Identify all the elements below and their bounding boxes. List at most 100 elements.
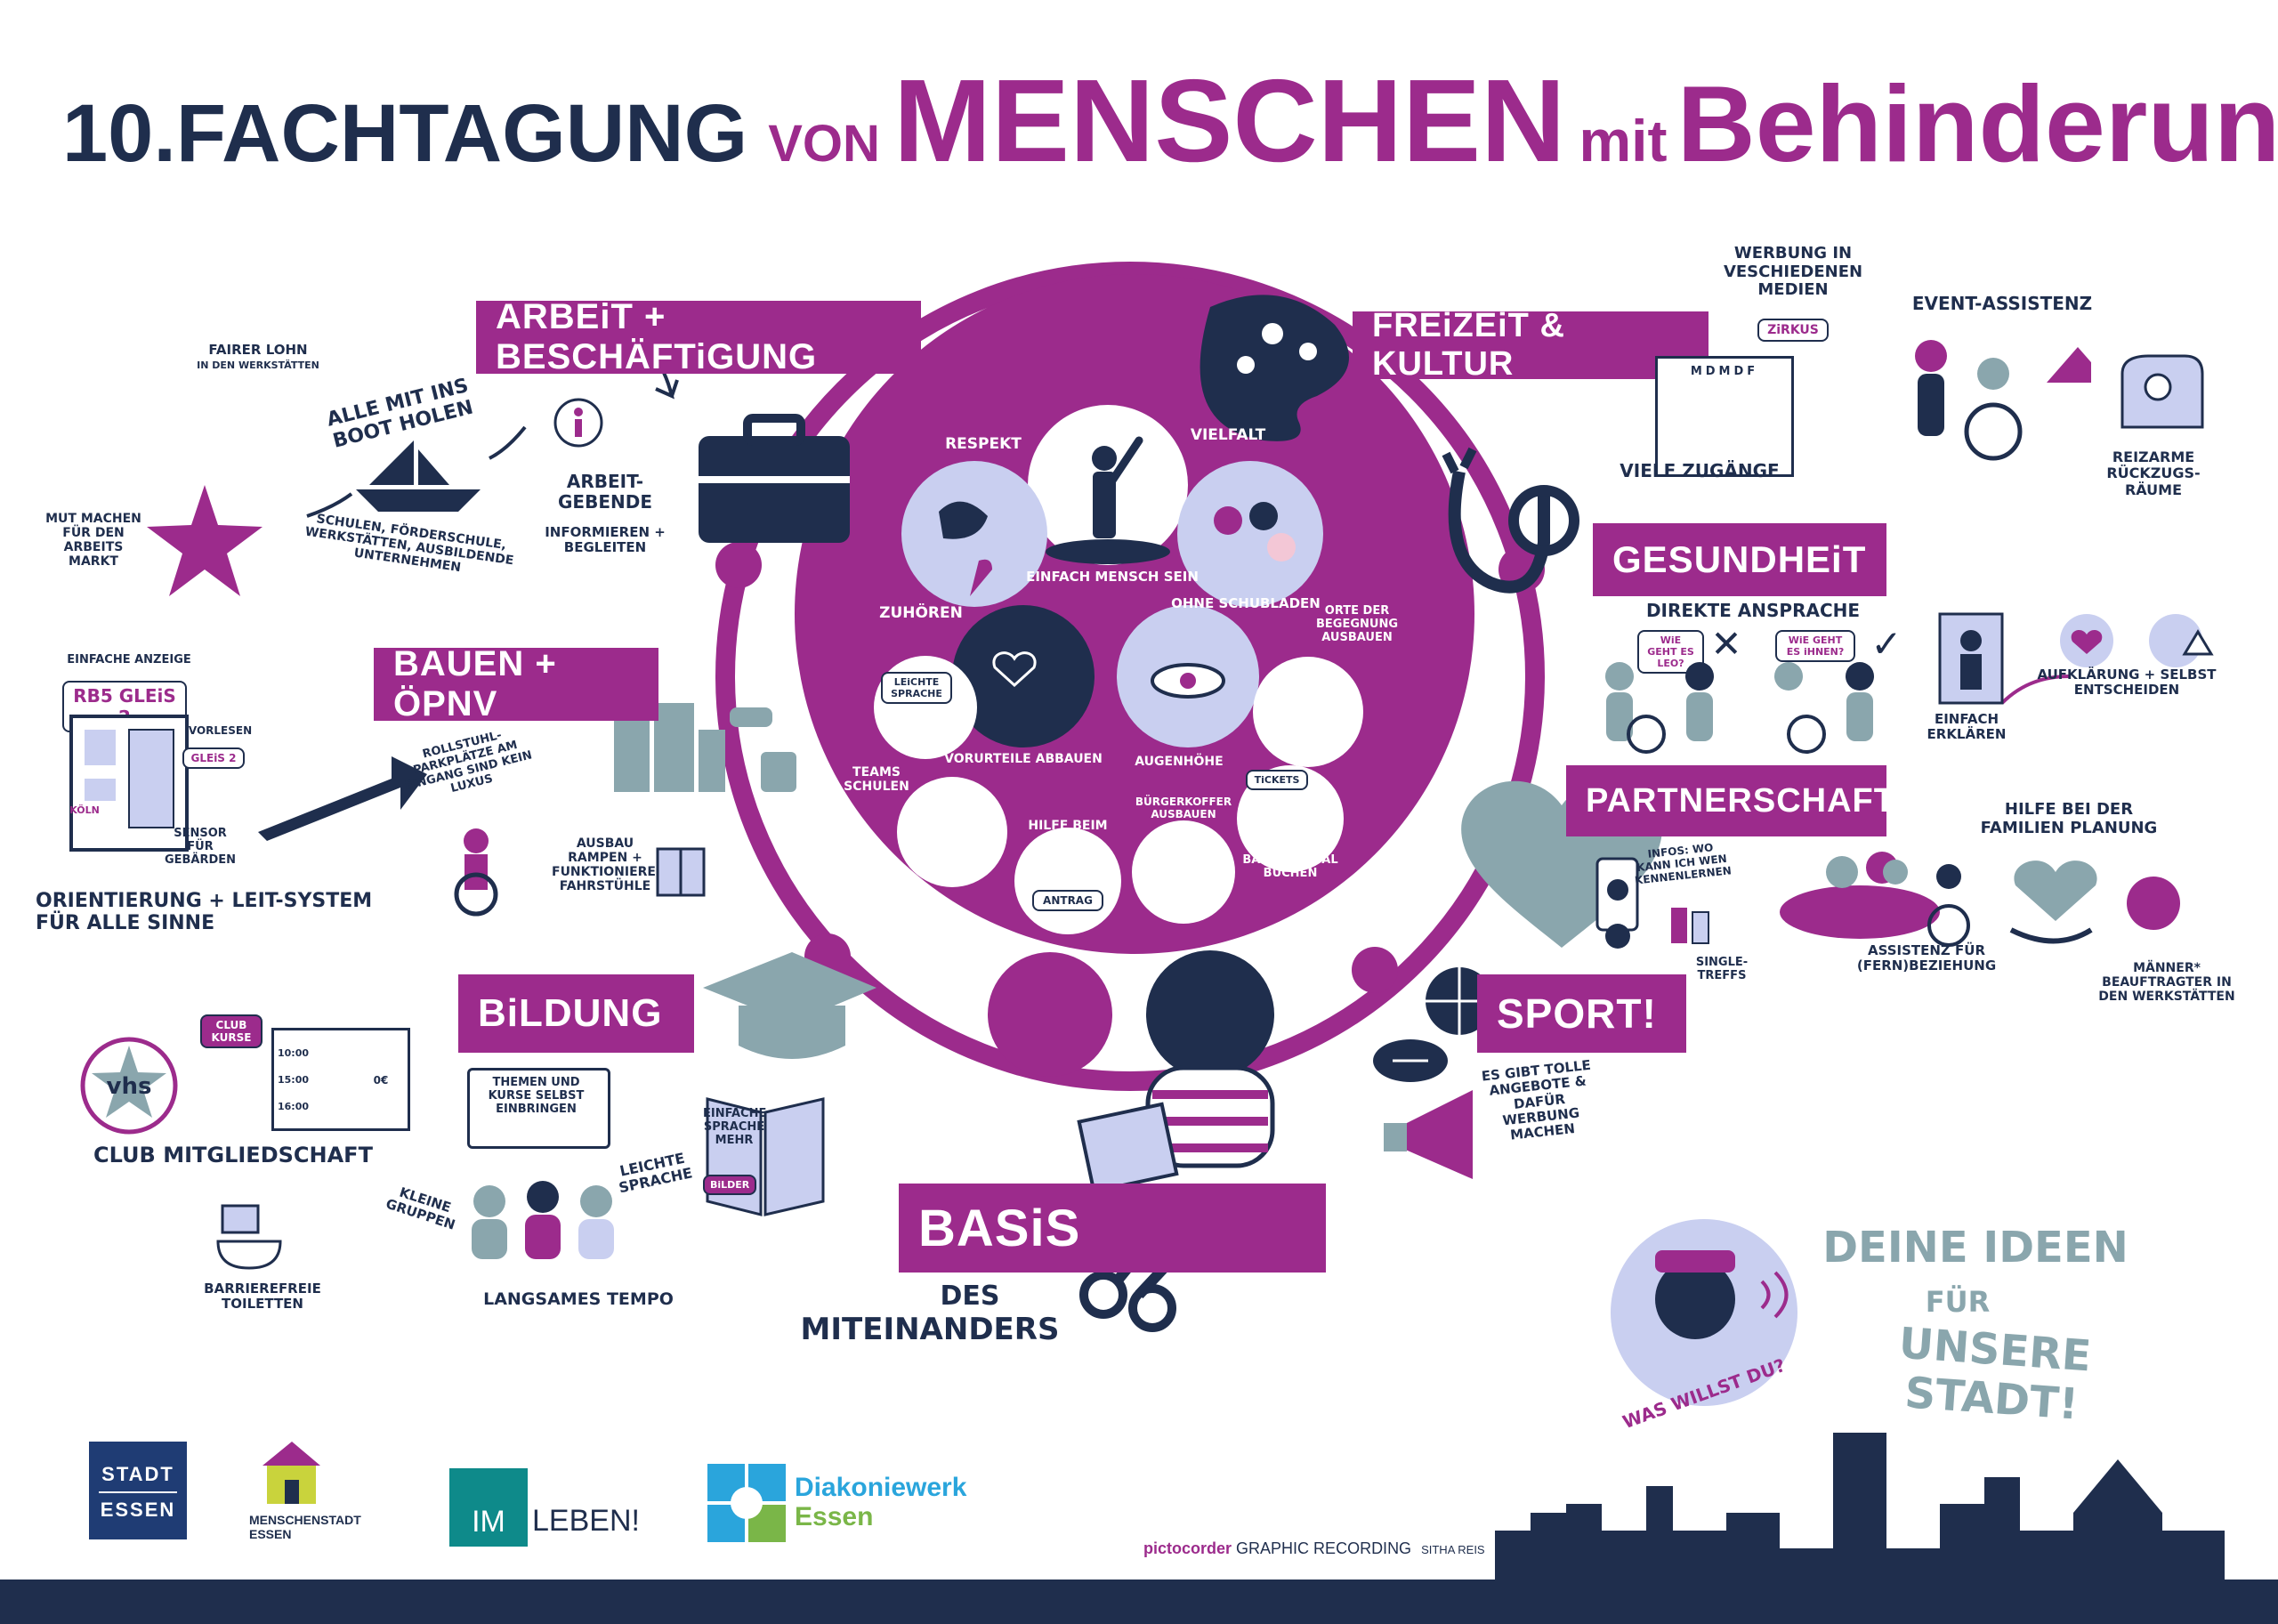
- disc-antrag: [1014, 828, 1121, 934]
- note-assistenz-beziehung: ASSiSTENZ für (FERN)BEZiEHUNG: [1856, 942, 1997, 974]
- note-einfache-anzeige: EiNFACHE ANZEiGE: [67, 653, 191, 667]
- calendar-icon: MDMDF: [1655, 356, 1794, 477]
- footer-bar: [0, 1580, 2278, 1624]
- couple-icon: [1780, 852, 1940, 939]
- train-icon: [761, 752, 796, 792]
- logo-diakoniewerk[interactable]: Diakoniewerk Essen: [795, 1473, 966, 1531]
- category-bildung[interactable]: BiLDUNG: [458, 974, 694, 1053]
- note-gleis2: GLEiS 2: [182, 747, 245, 769]
- disc-respekt: [901, 461, 1047, 607]
- basis-subtitle-des: DES: [940, 1281, 1000, 1312]
- label-vielfalt: ViELFALT: [1190, 426, 1266, 444]
- category-sport[interactable]: SPORT!: [1477, 974, 1686, 1053]
- calendar-weekdays: MDMDF: [1690, 365, 1759, 378]
- city-skyline: [1495, 1433, 2225, 1580]
- listening-person-icon: [1655, 1259, 1735, 1339]
- credit-brand: pictocorder: [1143, 1539, 1232, 1557]
- category-gesundheit[interactable]: GESUNDHEiT: [1593, 523, 1886, 596]
- note-zirkus: ZiRKUS: [1757, 319, 1829, 342]
- boat-icon: [356, 440, 481, 512]
- disc-orte: [1253, 657, 1363, 767]
- note-event-assistenz: EVENT-ASSiSTENZ: [1911, 293, 2093, 314]
- label-vorurteile-abbauen: VORURTEiLE ABBAUEN: [944, 752, 1103, 766]
- ring-knot-left: [715, 542, 762, 588]
- graduation-cap-icon: [703, 952, 876, 1059]
- megaphone-icon: [1384, 1090, 1473, 1179]
- label-einfach-mensch-sein: EiNFACH MENSCH SEiN: [1026, 569, 1199, 585]
- category-basis[interactable]: BASiS: [899, 1184, 1326, 1273]
- category-freizeit[interactable]: FREiZEiT & KULTUR: [1353, 307, 1708, 383]
- note-sensor: SENSOR FÜR GEBÄRDEN: [164, 827, 237, 867]
- category-bauen[interactable]: BAUEN + ÖPNV: [374, 644, 658, 723]
- disc-tickets: [1237, 765, 1344, 872]
- city-buildings-icon: [614, 703, 725, 792]
- people-group-icon: [1214, 502, 1296, 562]
- note-maenner-beauftragter: MÄNNER* BEAUFTRAGTER iN DEN WERKSTÄTTEN: [2098, 961, 2235, 1005]
- label-leichte-sprache: LEiCHTE SPRACHE: [881, 672, 952, 704]
- note-themen: THEMEN UND KURSE SELBST EiNBRiNGEN: [488, 1076, 585, 1116]
- note-familienplanung: HiLFE BEi DER FAMiLiEN PLANUNG: [1980, 800, 2158, 837]
- label-antrag: ANTRAG: [1032, 890, 1103, 911]
- note-werbung-medien: WERBUNG iN VESCHiEDENEN MEDiEN: [1723, 244, 1863, 300]
- drinks-icon: [1671, 908, 1709, 944]
- category-arbeit[interactable]: ARBEiT + BESCHÄFTiGUNG: [476, 297, 921, 376]
- label-zuhoeren: ZUHÖREN: [879, 604, 963, 622]
- note-direkte-ansprache: DiREKTE ANSPRACHE: [1645, 600, 1861, 621]
- arrow-left-icon: [306, 492, 353, 518]
- label-bar-digital: BAR + DiGiTAL BUCHEN: [1242, 853, 1338, 880]
- note-wie-geht-es-leo: WiE GEHT ES LEO?: [1637, 630, 1704, 674]
- note-deine-ideen: DEiNE iDEEN: [1822, 1223, 2129, 1273]
- logo-menschenstadt[interactable]: MENSCHENSTADT ESSEN: [249, 1513, 361, 1541]
- note-reizarme: REiZARME RÜCKZUGS- RÄUME: [2106, 448, 2201, 498]
- arrow-top-icon: [489, 425, 527, 460]
- label-respekt: RESPEKT: [945, 435, 1022, 453]
- sound-waves-icon: [1760, 1271, 1789, 1319]
- phone-icon: [1595, 857, 1639, 949]
- palette-icon: [1200, 295, 1349, 441]
- speech-bubble-themen: [467, 1068, 610, 1149]
- note-vorlesen: VORLESEN: [188, 724, 253, 737]
- stethoscope-icon: [1442, 447, 1579, 594]
- note-arbeitgebende: ARBEiT- GEBENDE: [558, 471, 652, 513]
- cap-icon: [1655, 1250, 1735, 1273]
- schedule-time-2: 15:00: [278, 1074, 310, 1086]
- health-icons: [2060, 614, 2214, 667]
- note-informieren: iNFORMiEREN + BEGLEiTEN: [545, 524, 666, 556]
- title-part-mit: mit: [1579, 108, 1668, 174]
- eye-icon: [1151, 663, 1225, 699]
- football-icon: [1373, 1039, 1448, 1082]
- title-part-fachtagung: 10.FACHTAGUNG: [62, 88, 748, 179]
- elevator-icon: [656, 847, 706, 897]
- label-teams-schulen: TEAMS SCHULEN: [844, 765, 909, 795]
- title-part-menschen: MENSCHEN: [893, 55, 1566, 186]
- schedule-time-1: 10:00: [278, 1047, 310, 1059]
- menschenstadt-logo-icon: [263, 1442, 320, 1504]
- logo-stadt-essen[interactable]: STADT ESSEN: [89, 1442, 187, 1539]
- logo-leben-text: LEBEN!: [532, 1504, 640, 1538]
- note-toiletten: BARRiEREFREiE TOiLETTEN: [204, 1281, 321, 1313]
- group-learning-icon: [472, 1181, 614, 1259]
- page-title: 10.FACHTAGUNG VON MENSCHEN mit Behinderu…: [62, 53, 2278, 205]
- note-koeln: KÖLN: [69, 804, 100, 816]
- star-icon: [147, 485, 263, 596]
- car-icon: [730, 707, 772, 727]
- diakonie-logo-icon: [707, 1464, 786, 1542]
- vhs-wreath-icon: [80, 1037, 178, 1135]
- event-people-icon: [1915, 340, 2091, 461]
- note-langsames-tempo: LANGSAMES TEMPO: [483, 1289, 674, 1309]
- label-buergerkoffer: BÜRGERKOFFER AUSBAUEN: [1135, 796, 1232, 820]
- category-partnerschaft[interactable]: PARTNERSCHAFT: [1566, 765, 1894, 836]
- note-club-mitgliedschaft: CLUB MiTGLiEDSCHAFT: [93, 1143, 373, 1168]
- logo-im-leben[interactable]: IM: [449, 1468, 528, 1547]
- note-einfache-sprache: EiNFACHE SPRACHE MEHR: [703, 1107, 767, 1147]
- note-vhs: vhs: [106, 1073, 152, 1100]
- title-part-von: VON: [768, 115, 880, 173]
- arrow-orientierung-icon: [258, 756, 427, 841]
- cross-icon: ✕: [1710, 622, 1742, 666]
- person-silhouette-icon: [1046, 436, 1170, 564]
- note-single-treffs: SiNGLE- TREFFS: [1695, 956, 1749, 982]
- credit-line: pictocorder GRAPHIC RECORDING SITHA REIS: [1143, 1539, 1485, 1558]
- kids-illustration: [988, 950, 1275, 1194]
- logo-menschenstadt-line1: MENSCHENSTADT: [249, 1513, 361, 1527]
- doctor-patient-icon: [1605, 662, 1874, 754]
